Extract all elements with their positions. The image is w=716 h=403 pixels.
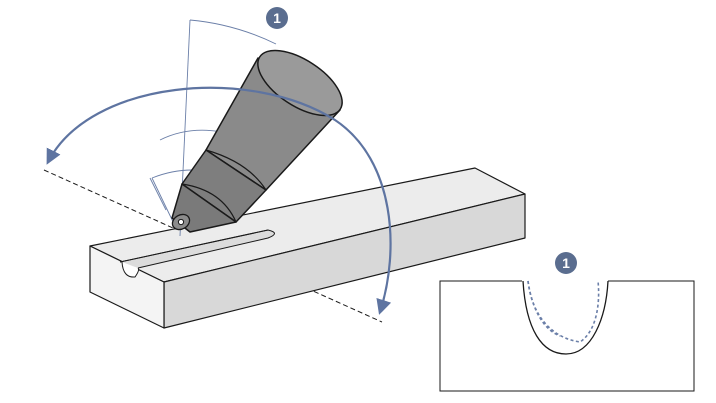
groove-profile-dashed bbox=[527, 280, 600, 343]
cross-section-detail: 1 bbox=[439, 252, 695, 392]
tool-callout: 1 bbox=[266, 7, 288, 29]
detail-frame bbox=[439, 280, 695, 392]
tool-shank-cap bbox=[257, 49, 343, 117]
tool-callout-number: 1 bbox=[273, 10, 281, 26]
tool-tip-orifice bbox=[177, 218, 185, 226]
groove-profile-solid bbox=[522, 280, 609, 355]
callout-badge-icon bbox=[266, 7, 288, 29]
rotation-arrow bbox=[46, 86, 392, 315]
detail-callout-number: 1 bbox=[562, 255, 570, 271]
detail-callout-badge-icon bbox=[555, 252, 577, 274]
